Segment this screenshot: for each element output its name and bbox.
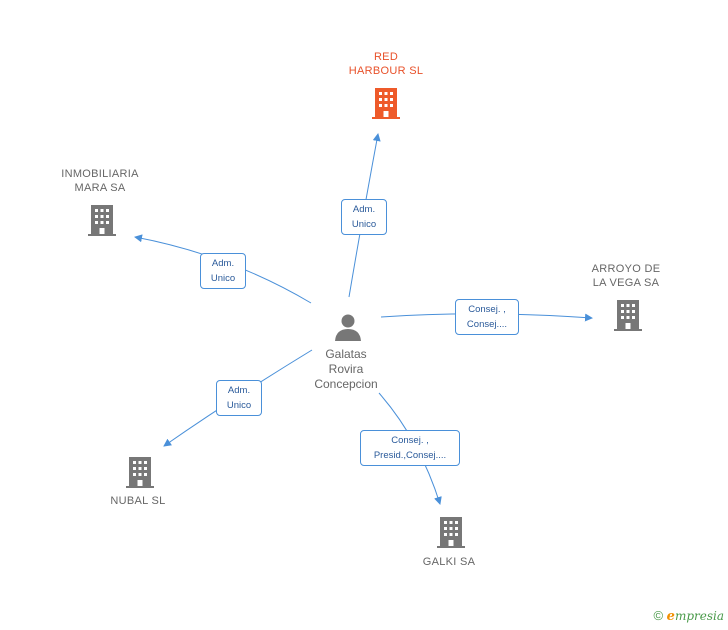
brand-logo-text: mpresia [674,609,724,623]
company-label-nubal[interactable]: NUBAL SL [110,495,166,507]
company-label-inmobiliaria-mara[interactable]: INMOBILIARIA MARA SA [61,168,139,194]
copyright-symbol: © [653,608,664,623]
empresia-brand[interactable]: © empresia [653,608,724,624]
building-icon[interactable] [87,203,117,237]
relation-label-nubal: Adm. Unico [216,380,262,416]
relation-label-galki: Consej. , Presid.,Consej.... [360,430,460,466]
building-icon[interactable] [436,515,466,549]
relation-label-red-harbour: Adm. Unico [341,199,387,235]
relation-label-arroyo: Consej. , Consej.... [455,299,519,335]
relation-label-inmobiliaria: Adm. Unico [200,253,246,289]
company-label-arroyo-de-la-vega[interactable]: ARROYO DE LA VEGA SA [591,263,661,289]
person-label[interactable]: Galatas Rovira Concepcion [314,347,378,391]
person-icon[interactable] [333,312,363,342]
brand-logo-e: e [666,609,675,624]
company-label-galki[interactable]: GALKI SA [422,556,476,568]
company-label-red-harbour[interactable]: RED HARBOUR SL [348,51,424,77]
building-icon[interactable] [613,298,643,332]
building-icon[interactable] [371,86,401,120]
building-icon[interactable] [125,455,155,489]
